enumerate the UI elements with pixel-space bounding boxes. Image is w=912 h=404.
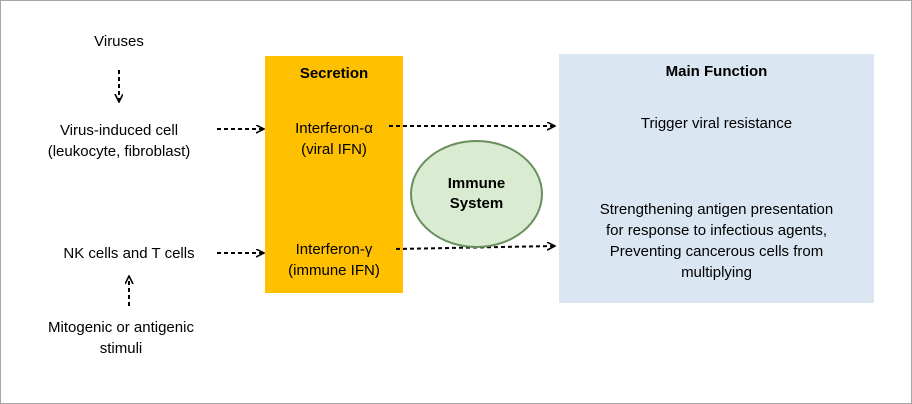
function-item2-line1: Strengthening antigen presentation — [599, 201, 834, 218]
function-trigger-viral-resistance: Trigger viral resistance — [640, 115, 793, 132]
secretion-box: Secretion — [265, 56, 403, 293]
secretion-title: Secretion — [299, 65, 369, 82]
mitogenic-line1: Mitogenic or antigenic — [48, 319, 194, 336]
viruses-label: Viruses — [94, 33, 144, 50]
interferon-alpha-line2: (viral IFN) — [301, 141, 367, 158]
immune-system-line1: Immune — [447, 175, 506, 192]
main-function-title: Main Function — [665, 63, 768, 80]
interferon-alpha-label: Interferon-α (viral IFN) — [267, 118, 401, 160]
function-antigen-presentation: Strengthening antigen presentation for r… — [561, 199, 872, 283]
interferon-alpha-line1: Interferon-α — [295, 120, 373, 137]
immune-system-ellipse: Immune System — [410, 140, 543, 248]
interferon-gamma-line1: Interferon-γ — [295, 241, 373, 258]
function-item2-line4: multiplying — [681, 264, 752, 281]
immune-system-line2: System — [449, 195, 504, 212]
function-item2-line3: Preventing cancerous cells from — [609, 243, 824, 260]
interferon-gamma-label: Interferon-γ (immune IFN) — [267, 239, 401, 281]
main-function-box: Main Function — [559, 54, 874, 303]
function-item2-line2: for response to infectious agents, — [606, 222, 827, 239]
interferon-gamma-line2: (immune IFN) — [288, 262, 380, 279]
virus-induced-line2: (leukocyte, fibroblast) — [47, 143, 191, 160]
virus-induced-line1: Virus-induced cell — [59, 122, 179, 139]
nk-t-cells-label: NK cells and T cells — [63, 245, 195, 262]
virus-induced-cell-label: Virus-induced cell (leukocyte, fibroblas… — [7, 120, 231, 162]
mitogenic-label: Mitogenic or antigenic stimuli — [21, 317, 221, 359]
mitogenic-line2: stimuli — [99, 340, 143, 357]
